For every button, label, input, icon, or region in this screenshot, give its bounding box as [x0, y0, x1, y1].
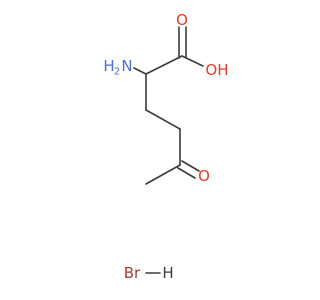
amino-h-label: H — [103, 57, 114, 75]
bond-carboxyl-c-oh — [181, 55, 204, 67]
bromide-label: Br — [124, 264, 141, 282]
bond-ca-carboxyl-c — [145, 55, 183, 75]
chemical-structure: H 2 N O OH O Br H — [103, 11, 228, 282]
carboxyl-o-label: O — [176, 11, 188, 29]
amino-n-label: N — [121, 57, 132, 75]
bond-ca-n — [133, 67, 147, 75]
amino-subscript-label: 2 — [114, 67, 120, 78]
bond-carbonyl-c-o-double-b — [177, 167, 196, 179]
hydrogen-label: H — [162, 264, 173, 282]
bond-cb-cg — [145, 109, 181, 130]
bond-carbonyl-c-methyl — [145, 164, 181, 185]
ketone-o-label: O — [198, 167, 210, 185]
hydroxyl-label: OH — [205, 61, 228, 79]
bond-carbonyl-c-o-double-a — [181, 160, 200, 172]
